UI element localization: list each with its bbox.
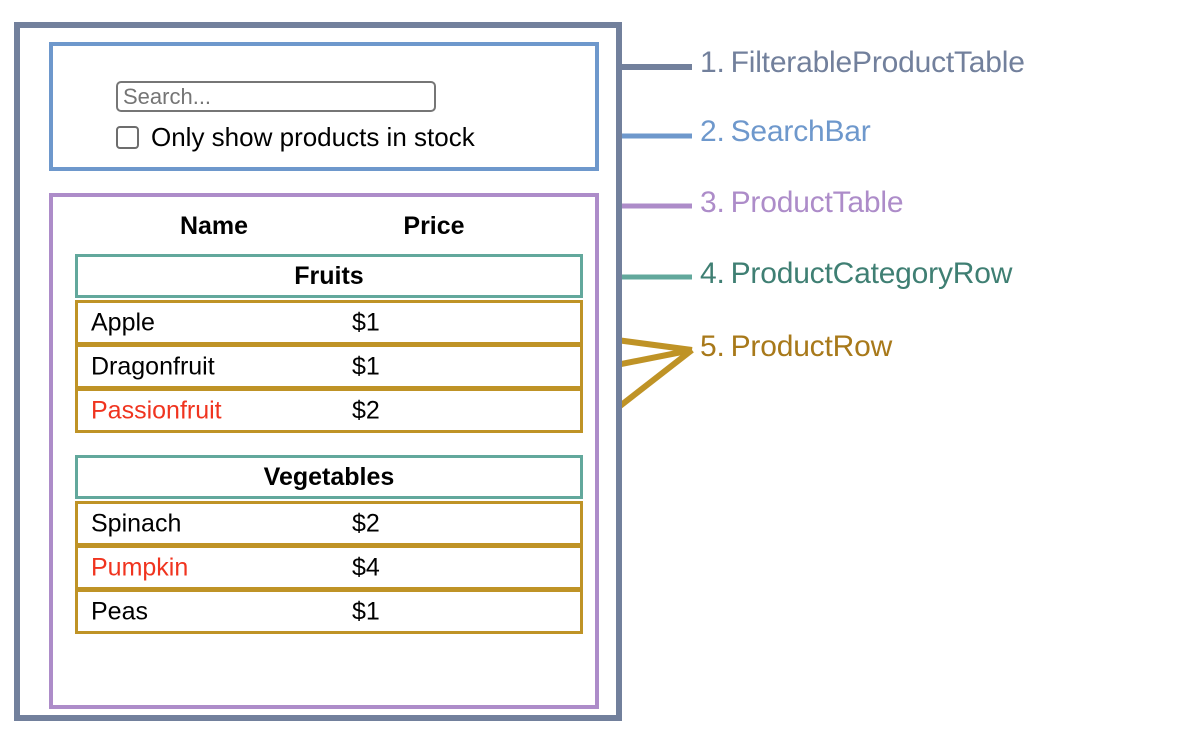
legend-label: ProductTable [730, 186, 904, 219]
product-row-name: Pumpkin [91, 553, 189, 581]
column-header-name: Name [179, 211, 249, 240]
product-table-container: Name Price Fruits Apple $1 Dragonfruit $… [49, 193, 599, 709]
legend-item-product-category-row: 4.ProductCategoryRow [700, 257, 1012, 291]
product-row-name: Dragonfruit [91, 352, 215, 380]
product-category-row: Fruits [75, 254, 583, 298]
product-row: Passionfruit $2 [75, 388, 583, 433]
legend-number: 5. [700, 330, 725, 363]
product-row: Pumpkin $4 [75, 545, 583, 590]
search-input[interactable] [116, 81, 436, 112]
product-row: Dragonfruit $1 [75, 344, 583, 389]
product-row-name: Apple [91, 308, 155, 336]
only-in-stock-checkbox[interactable] [116, 125, 139, 149]
legend-item-search-bar: 2.SearchBar [700, 115, 871, 149]
column-header-price: Price [403, 211, 465, 240]
filterable-product-table-container: Only show products in stock Name Price F… [14, 22, 622, 721]
legend-item-product-row: 5.ProductRow [700, 330, 892, 364]
product-row-price: $2 [352, 396, 380, 424]
legend-label: FilterableProductTable [730, 46, 1025, 79]
product-row-price: $4 [352, 553, 380, 581]
product-row-name: Peas [91, 597, 148, 625]
search-bar-container: Only show products in stock [49, 42, 599, 171]
legend-label: SearchBar [730, 115, 871, 148]
only-in-stock-label: Only show products in stock [151, 122, 475, 152]
product-row-price: $1 [352, 597, 380, 625]
product-row-price: $1 [352, 308, 380, 336]
legend-item-product-table: 3.ProductTable [700, 186, 904, 220]
product-category-row-label: Vegetables [263, 462, 395, 491]
stock-filter-row[interactable]: Only show products in stock [116, 124, 475, 150]
product-table-header-row: Name Price [53, 205, 595, 247]
product-row-price: $1 [352, 352, 380, 380]
legend-number: 1. [700, 46, 725, 79]
product-row-price: $2 [352, 509, 380, 537]
legend-label: ProductCategoryRow [730, 257, 1013, 290]
product-category-row-label: Fruits [294, 261, 364, 290]
group-spacer [75, 433, 583, 455]
legend-label: ProductRow [730, 330, 893, 363]
product-row-name: Passionfruit [91, 396, 222, 424]
product-row: Spinach $2 [75, 501, 583, 546]
product-table-body: Fruits Apple $1 Dragonfruit $1 Passionfr… [75, 254, 583, 634]
legend-number: 2. [700, 115, 725, 148]
product-row: Peas $1 [75, 589, 583, 634]
product-category-row: Vegetables [75, 455, 583, 499]
product-row-name: Spinach [91, 509, 182, 537]
legend-item-filterable-product-table: 1.FilterableProductTable [700, 46, 1025, 80]
legend-number: 4. [700, 257, 725, 290]
legend-number: 3. [700, 186, 725, 219]
product-row: Apple $1 [75, 300, 583, 345]
